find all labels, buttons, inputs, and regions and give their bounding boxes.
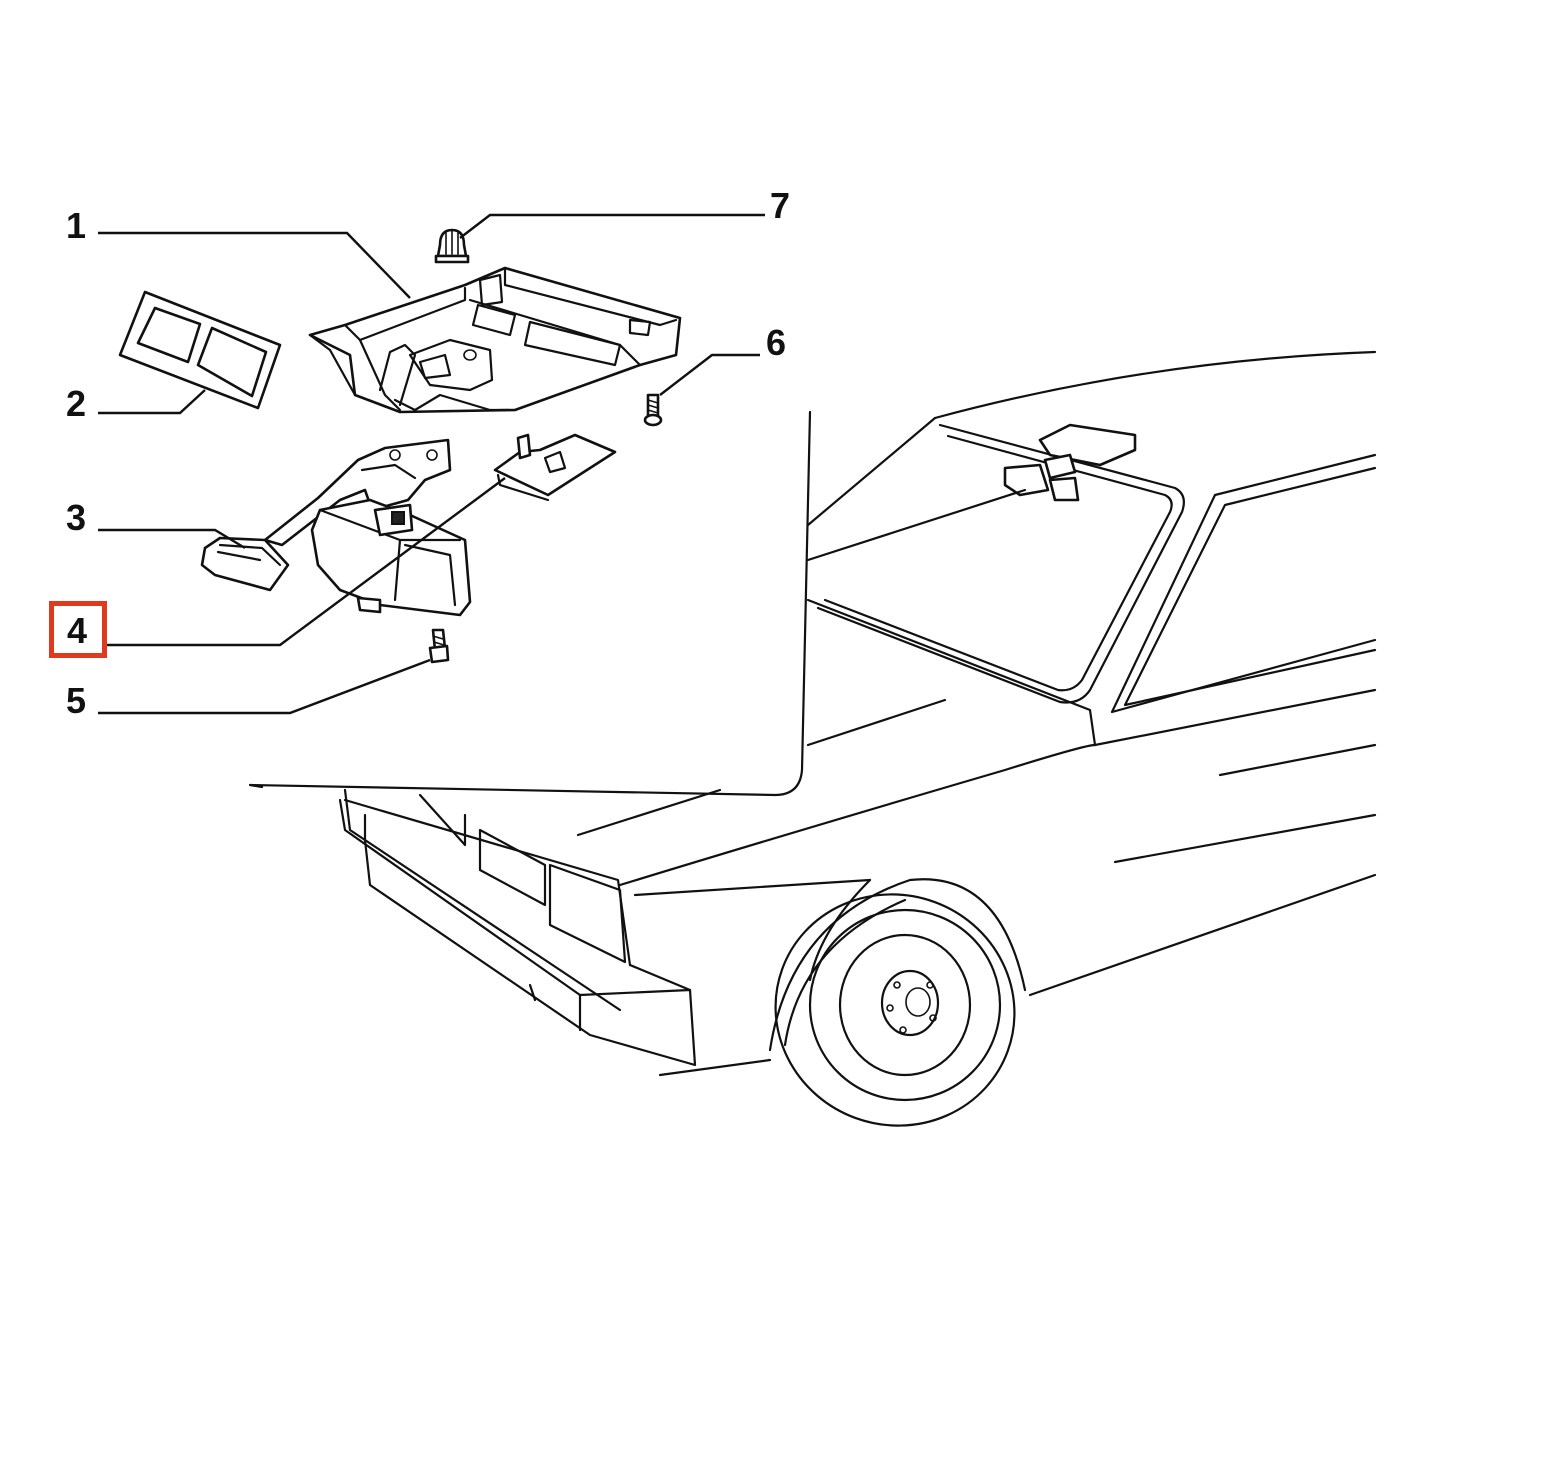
- leader-2: [98, 389, 206, 415]
- leader-4: [105, 477, 506, 647]
- callout-7: 7: [770, 185, 791, 226]
- part-1-housing: [308, 266, 682, 414]
- part-7-clip: [434, 228, 470, 264]
- part-4-lamp-body: [310, 498, 472, 617]
- detail-panel-border: [248, 410, 812, 797]
- callout-1: 1: [66, 205, 87, 246]
- car-outline: [338, 350, 1377, 1077]
- callout-5: 5: [66, 680, 87, 721]
- callout-4: 4: [67, 610, 88, 651]
- leader-3: [98, 528, 246, 550]
- part-4-mounting-plate: [493, 433, 617, 502]
- part-3-switch-bracket: [200, 438, 452, 592]
- leader-1: [98, 231, 411, 299]
- part-2-lens-frame: [118, 290, 282, 410]
- leader-lines: [98, 213, 765, 715]
- leader-5: [98, 658, 431, 715]
- leader-6: [659, 353, 760, 396]
- wheel: [774, 893, 1016, 1127]
- leader-7: [459, 213, 765, 239]
- part-6-screw: [643, 393, 663, 427]
- callout-6: 6: [766, 322, 787, 363]
- callout-4-highlight-box: [49, 601, 107, 658]
- part-5-bolt: [428, 628, 450, 664]
- callout-2: 2: [66, 383, 87, 424]
- callout-3: 3: [66, 497, 87, 538]
- installed-lamp: [806, 423, 1137, 562]
